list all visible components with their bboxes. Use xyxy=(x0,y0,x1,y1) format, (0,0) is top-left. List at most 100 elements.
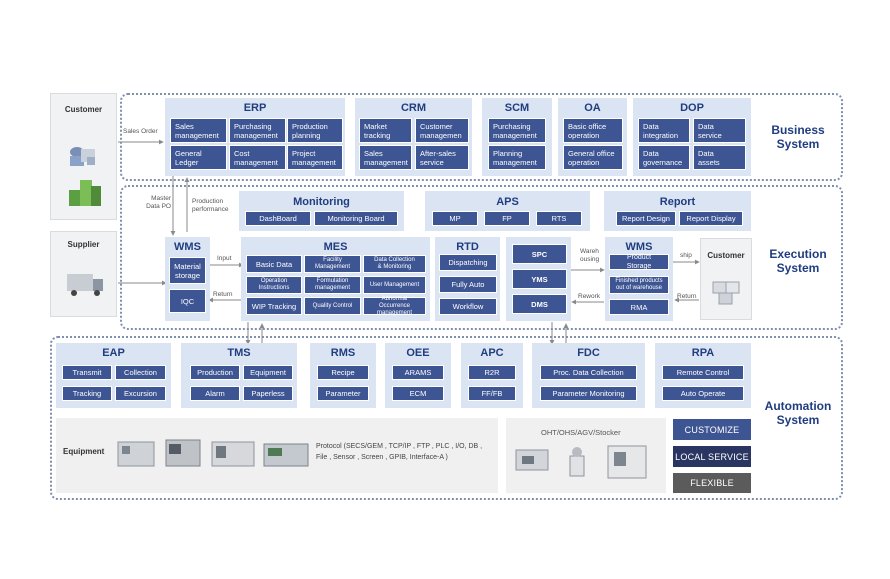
aps-mp[interactable]: MP xyxy=(432,211,478,226)
mes-user-management[interactable]: User Management xyxy=(363,276,426,294)
dop-data-service[interactable]: Data service xyxy=(693,118,746,143)
monitoring-title: Monitoring xyxy=(293,196,350,208)
mes-formulation-management[interactable]: Formulation management xyxy=(304,276,361,294)
eap-tracking[interactable]: Tracking xyxy=(62,386,112,401)
eap-title: EAP xyxy=(102,347,125,359)
rms-recipe[interactable]: Recipe xyxy=(317,365,369,380)
eap-collection[interactable]: Collection xyxy=(115,365,166,380)
input-label: Input xyxy=(217,255,232,262)
oa-general-office-operation[interactable]: General office operation xyxy=(563,145,623,170)
monitoring-board[interactable]: Monitoring Board xyxy=(314,211,398,226)
mes-facility-management[interactable]: Facility Management xyxy=(304,255,361,273)
report-design[interactable]: Report Design xyxy=(616,211,676,226)
dms-module[interactable]: DMS xyxy=(512,294,567,314)
rework-label: Rework xyxy=(578,293,601,300)
mes-title: MES xyxy=(323,241,348,253)
stocker-label: OHT/OHS/AGV/Stocker xyxy=(541,428,621,437)
supplier-panel: Supplier xyxy=(50,231,117,317)
oee-arams[interactable]: ARAMS xyxy=(392,365,444,380)
erp-sales-management[interactable]: Sales management xyxy=(170,118,227,143)
aps-fp[interactable]: FP xyxy=(484,211,530,226)
customer-top-label: Customer xyxy=(64,105,103,114)
wms-finished-products-out[interactable]: Finished products out of warehouse xyxy=(609,276,669,294)
mes-operation-instructions[interactable]: Operation Instructions xyxy=(246,276,302,294)
rpa-auto-operate[interactable]: Auto Operate xyxy=(662,386,744,401)
aps-rts[interactable]: RTS xyxy=(536,211,582,226)
rtd-fully-auto[interactable]: Fully Auto xyxy=(439,276,497,293)
flexible-badge: FLEXIBLE xyxy=(673,473,751,493)
business-tier-label: Business System xyxy=(771,123,825,151)
apc-title: APC xyxy=(480,347,504,359)
tms-production[interactable]: Production xyxy=(190,365,240,380)
crm-sales-management[interactable]: Sales management xyxy=(359,145,412,170)
wms-rma[interactable]: RMA xyxy=(609,299,669,315)
mes-wip-tracking[interactable]: WIP Tracking xyxy=(246,297,302,315)
wms-left-title: WMS xyxy=(174,241,201,253)
wms-iqc[interactable]: IQC xyxy=(169,289,206,313)
customer-top-panel: Customer xyxy=(50,93,117,220)
rms-parameter[interactable]: Parameter xyxy=(317,386,369,401)
tms-alarm[interactable]: Alarm xyxy=(190,386,240,401)
eap-excursion[interactable]: Excursion xyxy=(115,386,166,401)
rms-title: RMS xyxy=(330,347,356,359)
rpa-title: RPA xyxy=(691,347,715,359)
mes-data-collection-monitoring[interactable]: Data Collection & Monitoring xyxy=(363,255,426,273)
wms-right-title: WMS xyxy=(625,241,653,253)
apc-ff-fb[interactable]: FF/FB xyxy=(468,386,516,401)
crm-after-sales-service[interactable]: After-sales service xyxy=(415,145,469,170)
dop-data-integration[interactable]: Data integration xyxy=(638,118,690,143)
mes-basic-data[interactable]: Basic Data xyxy=(246,255,302,273)
mes-abnormal-occurrence-management[interactable]: Abnormal Occurrence management xyxy=(363,296,426,316)
local-service-badge: LOCAL SERVICE xyxy=(673,446,751,467)
crm-market-tracking[interactable]: Market tracking xyxy=(359,118,412,143)
rpa-remote-control[interactable]: Remote Control xyxy=(662,365,744,380)
supplier-label: Supplier xyxy=(67,240,100,249)
automation-tier-label: Automation System xyxy=(764,399,832,427)
protocol-text: Protocol (SECS/GEM , TCP/IP , FTP , PLC … xyxy=(316,443,483,461)
wms-material-storage[interactable]: Material storage xyxy=(169,257,206,284)
boxes-icon xyxy=(712,281,740,305)
dop-data-governance[interactable]: Data governance xyxy=(638,145,690,170)
erp-general-ledger[interactable]: General Ledger xyxy=(170,145,227,170)
crm-customer-management[interactable]: Customer managemen xyxy=(415,118,469,143)
mes-quality-control[interactable]: Quality Control xyxy=(304,297,361,315)
scm-planning-management[interactable]: Planning management xyxy=(488,145,546,170)
tms-equipment[interactable]: Equipment xyxy=(243,365,293,380)
execution-tier-frame xyxy=(120,185,843,330)
fdc-parameter-monitoring[interactable]: Parameter Monitoring xyxy=(540,386,637,401)
eap-transmit[interactable]: Transmit xyxy=(62,365,112,380)
erp-production-planning[interactable]: Production planning xyxy=(287,118,343,143)
rtd-dispatching[interactable]: Dispatching xyxy=(439,254,497,271)
return-right-label: Return xyxy=(677,293,697,300)
stocker-devices-icon xyxy=(515,445,647,479)
fdc-proc-data-collection[interactable]: Proc. Data Collection xyxy=(540,365,637,380)
warehousing-label: Wareh ousing xyxy=(580,248,600,263)
oa-basic-office-operation[interactable]: Basic office operation xyxy=(563,118,623,143)
master-data-po-label: Master Data PO xyxy=(146,195,171,210)
scm-title: SCM xyxy=(504,102,530,114)
equipment-machines-icon xyxy=(117,439,309,467)
oee-title: OEE xyxy=(406,347,430,359)
erp-cost-management[interactable]: Cost management xyxy=(229,145,286,170)
business-tier-frame xyxy=(120,93,843,181)
tms-paperless[interactable]: Paperless xyxy=(243,386,293,401)
rtd-title: RTD xyxy=(456,241,479,253)
wms-product-storage[interactable]: Product Storage xyxy=(609,254,669,270)
return-left-label: Return xyxy=(213,291,233,298)
crm-title: CRM xyxy=(400,102,427,114)
production-performance-label: Production performance xyxy=(192,198,229,213)
scm-purchasing-management[interactable]: Purchasing management xyxy=(488,118,546,143)
report-display[interactable]: Report Display xyxy=(679,211,743,226)
ship-label: ship xyxy=(680,252,692,259)
dop-data-assets[interactable]: Data assets xyxy=(693,145,746,170)
erp-project-management[interactable]: Project management xyxy=(287,145,343,170)
erp-purchasing-management[interactable]: Purchasing management xyxy=(229,118,286,143)
spc-module[interactable]: SPC xyxy=(512,244,567,264)
rtd-workflow[interactable]: Workflow xyxy=(439,298,497,315)
execution-tier-label: Execution System xyxy=(769,247,827,275)
monitoring-dashboard[interactable]: DashBoard xyxy=(245,211,311,226)
apc-r2r[interactable]: R2R xyxy=(468,365,516,380)
yms-module[interactable]: YMS xyxy=(512,269,567,289)
erp-title: ERP xyxy=(243,102,267,114)
oee-ecm[interactable]: ECM xyxy=(392,386,444,401)
